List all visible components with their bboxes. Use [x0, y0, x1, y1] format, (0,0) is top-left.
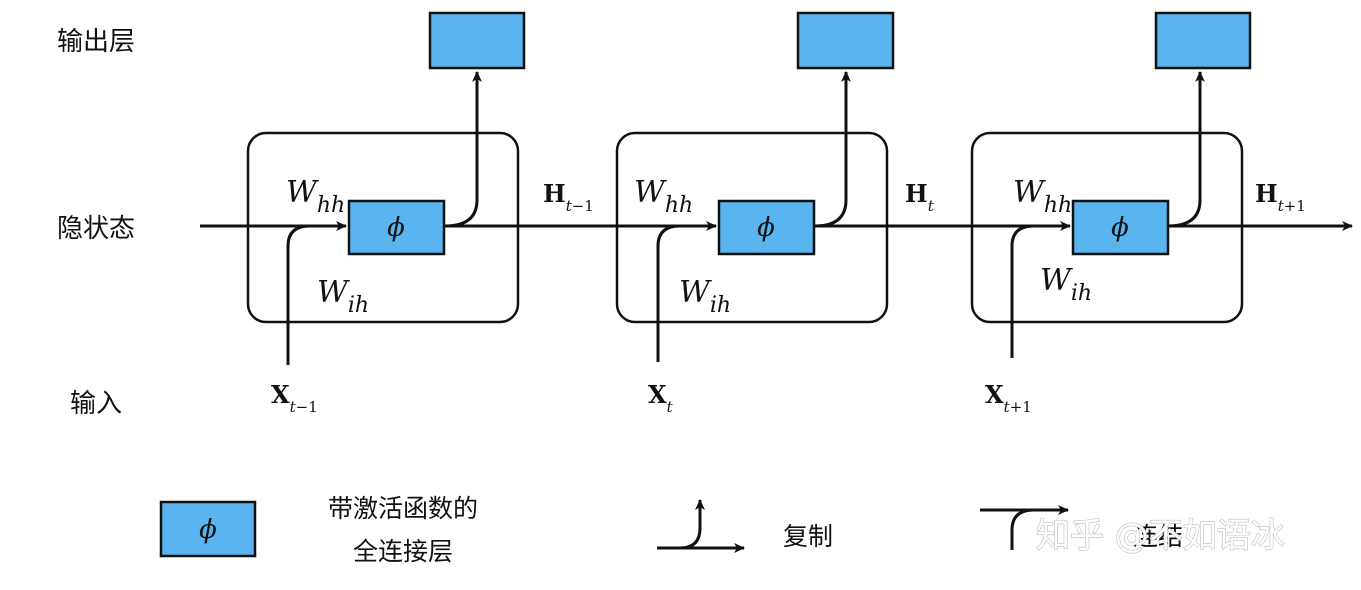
copy-to-output-arrow — [1167, 71, 1205, 228]
legend-activation-box — [159, 500, 257, 558]
rnn-cell-2: ϕ Whh Wih Xt Ht — [615, 11, 935, 416]
watermark-text: 知乎 @不如语冰 — [1036, 516, 1285, 556]
output-box — [428, 11, 526, 70]
rnn-cell-3: ϕ Whh Wih Xt+1 Ht+1 — [970, 11, 1306, 416]
w-ih-label: Wih — [1040, 263, 1092, 306]
output-box — [1154, 11, 1252, 70]
activation-box — [717, 199, 816, 256]
input-label: 输入 — [70, 389, 122, 419]
input-concat-line — [1010, 224, 1035, 358]
input-vector-label: Xt+1 — [985, 380, 1032, 416]
legend-copy-label: 复制 — [783, 522, 833, 551]
state-vector-label: Ht−1 — [543, 179, 594, 215]
w-hh-label: Whh — [1013, 175, 1072, 218]
phi-symbol: ϕ — [757, 213, 775, 243]
legend-phi-symbol: ϕ — [199, 515, 217, 545]
legend-copy-arrow-v — [679, 499, 705, 550]
cell-frame — [970, 131, 1244, 324]
state-vector-label: Ht — [905, 179, 935, 215]
state-vector-label: Ht+1 — [1255, 179, 1306, 215]
rnn-cell-1: ϕ Whh Wih Xt−1 Ht−1 — [246, 11, 594, 416]
legend-fc-line2: 全连接层 — [353, 537, 453, 566]
w-ih-label: Wih — [317, 275, 369, 318]
input-concat-line — [656, 224, 681, 362]
copy-to-output-arrow — [444, 71, 482, 228]
phi-symbol: ϕ — [387, 213, 405, 243]
activation-box — [347, 199, 446, 256]
cell-frame — [615, 131, 889, 324]
activation-box — [1071, 199, 1170, 256]
w-hh-label: Whh — [286, 175, 345, 218]
legend-concat-label: 连结 — [1133, 522, 1183, 551]
input-vector-label: Xt — [648, 380, 674, 416]
w-ih-label: Wih — [679, 275, 731, 318]
legend: ϕ 带激活函数的 全连接层 复制 连结 — [159, 494, 1183, 566]
hidden-state-label: 隐状态 — [57, 214, 135, 244]
cell-frame — [246, 131, 520, 324]
w-hh-label: Whh — [634, 175, 693, 218]
input-concat-line — [286, 224, 311, 365]
output-box — [796, 11, 895, 70]
copy-to-output-arrow — [814, 71, 851, 228]
input-vector-label: Xt−1 — [271, 380, 318, 416]
output-layer-label: 输出层 — [57, 27, 135, 57]
legend-fc-line1: 带激活函数的 — [328, 494, 478, 523]
phi-symbol: ϕ — [1111, 213, 1129, 243]
